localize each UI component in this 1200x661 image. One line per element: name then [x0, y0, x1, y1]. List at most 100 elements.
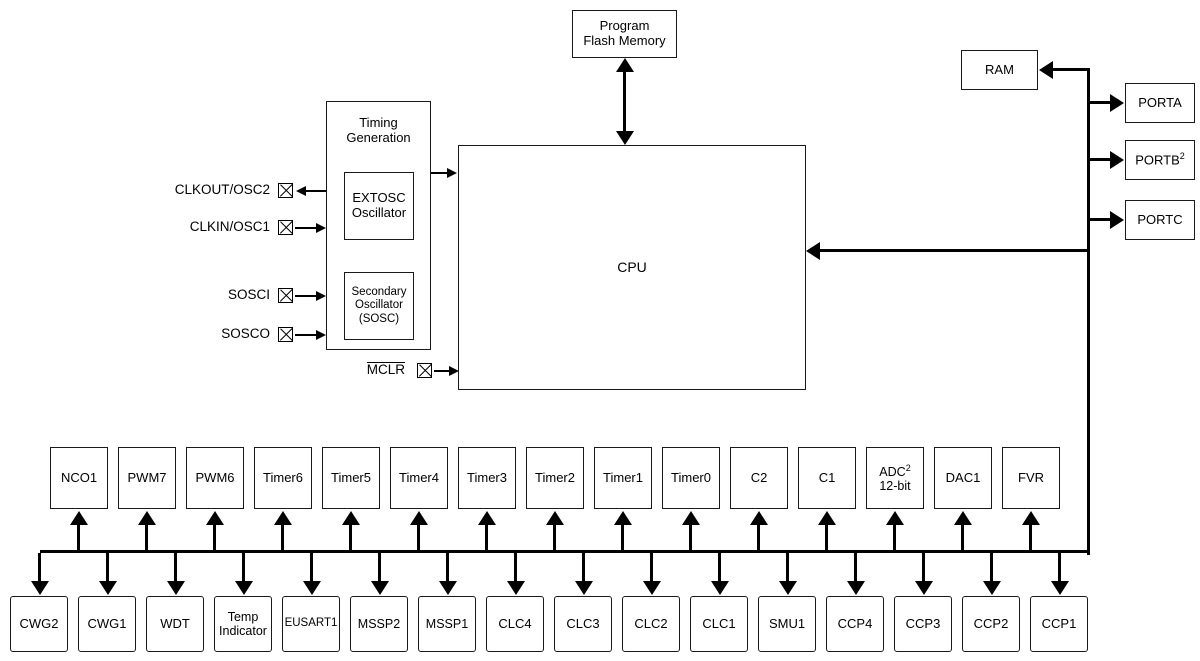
- peripheral-timer4: Timer4: [390, 447, 448, 509]
- peripheral-pwm7-label: PWM7: [127, 469, 167, 485]
- portc-block: PORTC: [1125, 200, 1195, 240]
- peripheral-timer0-label: Timer0: [671, 469, 711, 485]
- peripheral-ccp4-label: CCP4: [837, 615, 873, 631]
- portb-bus-arrow: [1089, 149, 1124, 171]
- peripheral-mssp1-label: MSSP1: [425, 616, 469, 631]
- portb-block: PORTB2: [1125, 140, 1195, 180]
- peripheral-timer3-bus-arrow: [476, 511, 498, 551]
- peripheral-cwg2-bus-arrow: [29, 553, 51, 595]
- peripheral-clc4-label: CLC4: [498, 615, 532, 631]
- pin-label-clkin-osc1: CLKIN/OSC1: [189, 219, 270, 234]
- peripheral-timer1-bus-arrow: [612, 511, 634, 551]
- peripheral-clc1-label: CLC1: [702, 615, 736, 631]
- peripheral-timer0: Timer0: [662, 447, 720, 509]
- peripheral-cwg1-bus-arrow: [97, 553, 119, 595]
- peripheral-ccp2-bus-arrow: [981, 553, 1003, 595]
- clkout-osc2-arrow: [296, 186, 326, 196]
- timing-to-cpu-arrow: [431, 168, 457, 178]
- program-flash-memory-block: Program Flash Memory: [572, 10, 677, 58]
- peripheral-clc4: CLC4: [486, 596, 544, 652]
- peripheral-timer4-label: Timer4: [399, 469, 439, 485]
- peripheral-dac1: DAC1: [934, 447, 992, 509]
- extosc-label-line1: EXTOSC: [352, 190, 406, 206]
- pin-square-mclr[interactable]: [417, 363, 432, 378]
- peripheral-adc-sublabel: 12-bit: [879, 479, 911, 494]
- peripheral-clc2: CLC2: [622, 596, 680, 652]
- peripheral-dac1-bus-arrow: [952, 511, 974, 551]
- extosc-oscillator-block: EXTOSC Oscillator: [344, 172, 414, 240]
- peripheral-clc4-bus-arrow: [505, 553, 527, 595]
- porta-block: PORTA: [1125, 83, 1195, 123]
- pin-label-mclr: MCLR: [300, 362, 405, 377]
- peripheral-pwm6-label: PWM6: [195, 469, 235, 485]
- peripheral-timer3: Timer3: [458, 447, 516, 509]
- peripheral-c1: C1: [798, 447, 856, 509]
- peripheral-ccp3: CCP3: [894, 596, 952, 652]
- peripheral-timer6: Timer6: [254, 447, 312, 509]
- peripheral-cwg1: CWG1: [78, 596, 136, 652]
- peripheral-c1-bus-arrow: [816, 511, 838, 551]
- peripheral-timer2-bus-arrow: [544, 511, 566, 551]
- peripheral-ccp1-label: CCP1: [1041, 615, 1077, 631]
- peripheral-clc2-label: CLC2: [634, 615, 668, 631]
- mclr-arrow: [434, 366, 459, 376]
- portc-bus-arrow: [1089, 209, 1124, 231]
- peripheral-timer2-label: Timer2: [535, 469, 575, 485]
- peripheral-cwg2-label: CWG2: [19, 615, 59, 631]
- porta-bus-arrow: [1089, 92, 1124, 114]
- peripheral-clc3-label: CLC3: [566, 615, 600, 631]
- peripheral-adc: ADC2 12-bit: [866, 447, 924, 509]
- peripheral-clc1-bus-arrow: [709, 553, 731, 595]
- peripheral-c1-label: C1: [818, 469, 836, 485]
- extosc-label-line2: Oscillator: [351, 205, 407, 220]
- program-flash-label-line2: Flash Memory: [583, 33, 666, 48]
- peripheral-timer6-label: Timer6: [263, 469, 303, 485]
- peripheral-nco1: NCO1: [50, 447, 108, 509]
- peripheral-temp-indicator-label-line1: Temp: [227, 609, 259, 624]
- peripheral-adc-bus-arrow: [884, 511, 906, 551]
- pin-square-clkin-osc1[interactable]: [278, 220, 293, 235]
- pin-label-clkout-osc2: CLKOUT/OSC2: [174, 182, 270, 197]
- sosc-label-line1: Secondary: [351, 286, 407, 299]
- portb-note: 2: [1179, 151, 1185, 162]
- peripheral-wdt: WDT: [146, 596, 204, 652]
- peripheral-eusart1-bus-arrow: [301, 553, 323, 595]
- sosc-label-line3: (SOSC): [358, 312, 400, 325]
- peripheral-eusart1-label: EUSART1: [284, 617, 338, 630]
- sosci-arrow: [295, 291, 326, 301]
- peripheral-smu1-label: SMU1: [768, 615, 806, 631]
- peripheral-ccp3-bus-arrow: [913, 553, 935, 595]
- peripheral-cwg1-label: CWG1: [87, 615, 127, 631]
- peripheral-c2-label: C2: [750, 469, 768, 485]
- timing-generation-label-line2: Generation: [346, 129, 411, 145]
- program-flash-label-line1: Program: [599, 18, 650, 34]
- peripheral-timer6-bus-arrow: [272, 511, 294, 551]
- sosco-arrow: [295, 330, 326, 340]
- peripheral-ccp2-label: CCP2: [973, 615, 1009, 631]
- peripheral-wdt-bus-arrow: [165, 553, 187, 595]
- pin-square-sosci[interactable]: [278, 288, 293, 303]
- peripheral-ccp4-bus-arrow: [845, 553, 867, 595]
- peripheral-clc2-bus-arrow: [641, 553, 663, 595]
- ram-bus-arrow: [1039, 59, 1089, 81]
- peripheral-ccp1-bus-arrow: [1049, 553, 1071, 595]
- peripheral-horizontal-bus: [40, 550, 1089, 554]
- portc-label: PORTC: [1137, 211, 1183, 227]
- peripheral-smu1: SMU1: [758, 596, 816, 652]
- peripheral-ccp3-label: CCP3: [905, 615, 941, 631]
- peripheral-timer1-label: Timer1: [603, 469, 643, 485]
- peripheral-timer1: Timer1: [594, 447, 652, 509]
- clkin-osc1-arrow: [295, 223, 326, 233]
- pin-square-clkout-osc2[interactable]: [278, 183, 293, 198]
- peripheral-pwm7-bus-arrow: [136, 511, 158, 551]
- peripheral-clc1: CLC1: [690, 596, 748, 652]
- peripheral-c2: C2: [730, 447, 788, 509]
- pin-label-sosco: SOSCO: [221, 326, 270, 341]
- peripheral-timer5-label: Timer5: [331, 469, 371, 485]
- peripheral-timer2: Timer2: [526, 447, 584, 509]
- peripheral-timer4-bus-arrow: [408, 511, 430, 551]
- cpu-block: CPU: [458, 145, 806, 390]
- peripheral-dac1-label: DAC1: [945, 469, 981, 485]
- pin-square-sosco[interactable]: [278, 327, 293, 342]
- peripheral-fvr-bus-arrow: [1020, 511, 1042, 551]
